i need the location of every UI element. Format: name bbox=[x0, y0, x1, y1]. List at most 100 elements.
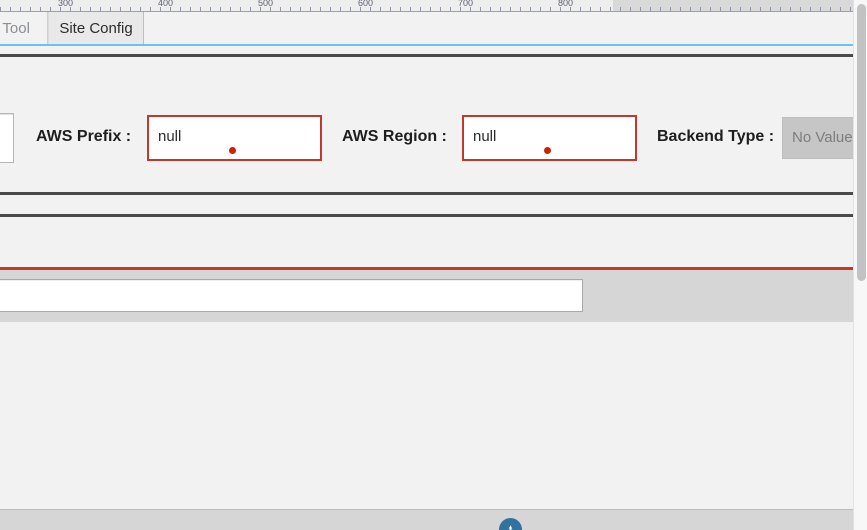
ruler-minor-tick bbox=[840, 7, 841, 11]
tab-site-config[interactable]: Site Config bbox=[48, 12, 144, 44]
ruler-minor-tick bbox=[770, 7, 771, 11]
ruler-minor-tick bbox=[740, 7, 741, 11]
ruler-minor-tick bbox=[490, 7, 491, 11]
separator-middle-lower bbox=[0, 214, 853, 217]
bottom-status-bar bbox=[0, 509, 853, 530]
vertical-scrollbar-thumb[interactable] bbox=[857, 4, 866, 281]
ruler-label: 300 bbox=[58, 0, 74, 8]
info-circle-icon[interactable] bbox=[499, 518, 522, 530]
ruler-minor-tick bbox=[30, 7, 31, 11]
ruler-minor-tick bbox=[360, 7, 361, 11]
ruler-minor-tick bbox=[570, 7, 571, 11]
ruler-minor-tick bbox=[500, 7, 501, 11]
ruler-minor-tick bbox=[250, 7, 251, 11]
ruler-minor-tick bbox=[690, 7, 691, 11]
ruler-minor-tick bbox=[110, 7, 111, 11]
ruler-minor-tick bbox=[180, 7, 181, 11]
tab-bar: y Tool Site Config bbox=[0, 12, 867, 46]
ruler-minor-tick bbox=[710, 7, 711, 11]
ruler-label: 800 bbox=[558, 0, 574, 8]
ruler-minor-tick bbox=[850, 7, 851, 11]
ruler-minor-tick bbox=[380, 7, 381, 11]
ruler-minor-tick bbox=[170, 7, 171, 11]
ruler-minor-tick bbox=[60, 7, 61, 11]
ruler-label: 600 bbox=[358, 0, 374, 8]
ruler-minor-tick bbox=[550, 7, 551, 11]
ruler-minor-tick bbox=[80, 7, 81, 11]
separator-middle-upper bbox=[0, 192, 853, 195]
ruler-minor-tick bbox=[390, 7, 391, 11]
ruler-minor-tick bbox=[340, 7, 341, 11]
lower-text-input[interactable] bbox=[0, 279, 583, 312]
ruler-minor-tick bbox=[680, 7, 681, 11]
aws-region-label: AWS Region : bbox=[342, 128, 447, 145]
ruler-minor-tick bbox=[470, 7, 471, 11]
ruler-minor-tick bbox=[370, 7, 371, 11]
aws-prefix-input[interactable]: null bbox=[147, 115, 322, 161]
ruler-minor-tick bbox=[40, 7, 41, 11]
ruler-minor-tick bbox=[320, 7, 321, 11]
ruler-minor-tick bbox=[350, 7, 351, 11]
lower-gray-panel bbox=[0, 270, 853, 322]
aws-prefix-required-dot bbox=[229, 147, 236, 154]
tab-site-config-label: Site Config bbox=[59, 19, 133, 37]
ruler-minor-tick bbox=[150, 7, 151, 11]
ruler-minor-tick bbox=[560, 7, 561, 11]
ruler-minor-tick bbox=[190, 7, 191, 11]
ruler-minor-tick bbox=[700, 7, 701, 11]
aws-prefix-label: AWS Prefix : bbox=[36, 128, 132, 145]
backend-type-input[interactable]: No Value bbox=[782, 117, 867, 159]
ruler-minor-tick bbox=[520, 7, 521, 11]
ruler-minor-tick bbox=[730, 7, 731, 11]
leading-partial-input[interactable] bbox=[0, 113, 14, 163]
ruler-minor-tick bbox=[800, 7, 801, 11]
ruler-minor-tick bbox=[630, 7, 631, 11]
ruler-minor-tick bbox=[670, 7, 671, 11]
aws-region-input[interactable]: null bbox=[462, 115, 637, 161]
ruler-minor-tick bbox=[290, 7, 291, 11]
ruler-minor-tick bbox=[280, 7, 281, 11]
ruler-minor-tick bbox=[10, 7, 11, 11]
ruler-minor-tick bbox=[130, 7, 131, 11]
ruler-minor-tick bbox=[590, 7, 591, 11]
ruler-minor-tick bbox=[830, 7, 831, 11]
ruler-minor-tick bbox=[660, 7, 661, 11]
backend-type-label: Backend Type : bbox=[657, 128, 775, 145]
ruler-minor-tick bbox=[160, 7, 161, 11]
ruler-minor-tick bbox=[310, 7, 311, 11]
ruler-minor-tick bbox=[50, 7, 51, 11]
ruler-minor-tick bbox=[70, 7, 71, 11]
ruler-minor-tick bbox=[230, 7, 231, 11]
ruler-minor-tick bbox=[810, 7, 811, 11]
separator-error-red bbox=[0, 267, 853, 270]
tab-policy-tool-label: y Tool bbox=[0, 19, 30, 37]
ruler-minor-tick bbox=[120, 7, 121, 11]
ruler-minor-tick bbox=[790, 7, 791, 11]
ruler-minor-tick bbox=[650, 7, 651, 11]
ruler-label: 400 bbox=[158, 0, 174, 8]
ruler-minor-tick bbox=[0, 7, 1, 11]
backend-type-placeholder: No Value bbox=[792, 129, 853, 146]
ruler-minor-tick bbox=[450, 7, 451, 11]
separator-top bbox=[0, 54, 853, 57]
ruler-minor-tick bbox=[100, 7, 101, 11]
ruler-minor-tick bbox=[460, 7, 461, 11]
ruler-minor-tick bbox=[820, 7, 821, 11]
ruler-minor-tick bbox=[480, 7, 481, 11]
ruler-minor-tick bbox=[220, 7, 221, 11]
ruler-minor-tick bbox=[260, 7, 261, 11]
tab-policy-tool[interactable]: y Tool bbox=[0, 12, 48, 44]
ruler-minor-tick bbox=[610, 7, 611, 11]
ruler-minor-tick bbox=[330, 7, 331, 11]
ruler-minor-tick bbox=[510, 7, 511, 11]
ruler-minor-tick bbox=[20, 7, 21, 11]
ruler-minor-tick bbox=[210, 7, 211, 11]
ruler-minor-tick bbox=[90, 7, 91, 11]
ruler-minor-tick bbox=[540, 7, 541, 11]
ruler-minor-tick bbox=[420, 7, 421, 11]
ruler-minor-tick bbox=[430, 7, 431, 11]
ruler-minor-tick bbox=[760, 7, 761, 11]
aws-region-value: null bbox=[473, 128, 497, 145]
vertical-scrollbar-track[interactable] bbox=[853, 0, 867, 530]
